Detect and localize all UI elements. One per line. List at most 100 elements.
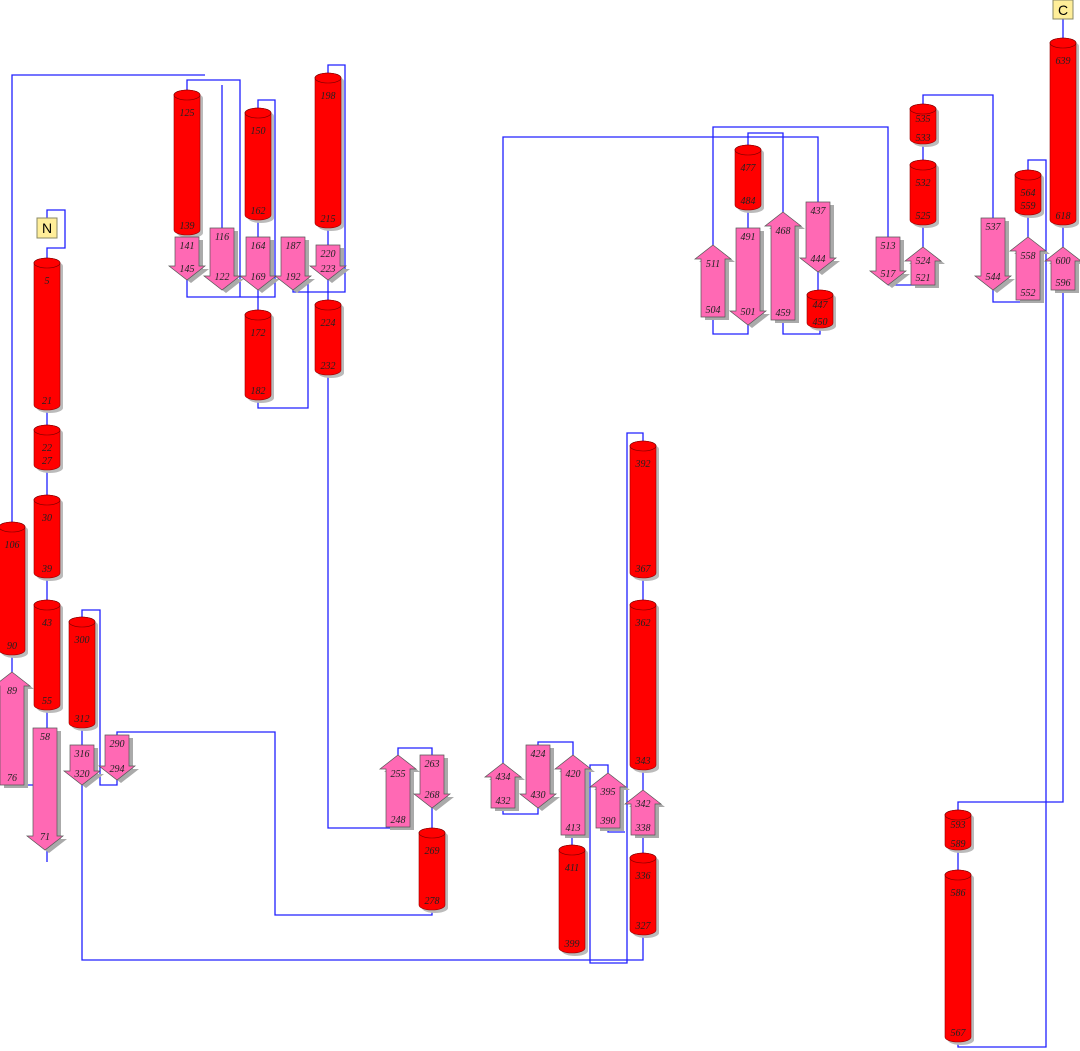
strand-arrow: [1008, 236, 1048, 301]
helix-end-label: 589: [951, 839, 966, 850]
helix[interactable]: 392 367: [629, 440, 659, 581]
loop-line: [11, 74, 205, 522]
helix[interactable]: 521: [33, 257, 63, 413]
c-terminus-label: C: [1058, 2, 1068, 18]
helix-start-label: 150: [251, 126, 266, 137]
helix-start-label: 392: [635, 459, 651, 470]
helix-start-label: 125: [180, 108, 195, 119]
strand-start-label: 164: [251, 241, 266, 252]
strand-end-label: 338: [635, 823, 651, 834]
loop-line: [747, 132, 784, 212]
strand-arrow: [728, 227, 768, 326]
helix-cap: [944, 809, 972, 821]
strand-arrow: [378, 754, 418, 828]
helix-cap: [314, 72, 342, 84]
helix-cap: [314, 299, 342, 311]
strand-end-label: 76: [7, 773, 17, 784]
strand-start-label: 537: [986, 222, 1002, 233]
strand-arrow: [518, 744, 558, 809]
helix-cap: [33, 599, 61, 611]
loop-line: [81, 785, 644, 961]
helix-cap: [244, 309, 272, 321]
helix-end-label: 139: [180, 221, 195, 232]
helix-cap: [33, 257, 61, 269]
c-terminus: C: [1052, 0, 1074, 20]
strand-start-label: 420: [566, 769, 581, 780]
helix-cap: [1049, 37, 1077, 49]
helix-start-label: 362: [635, 618, 651, 629]
helix-cap: [33, 494, 61, 506]
strand-end-label: 145: [180, 264, 195, 275]
helix-cap: [629, 852, 657, 864]
strand-arrow: [273, 236, 313, 291]
helix-start-label: 336: [635, 871, 651, 882]
loop-line: [292, 64, 346, 293]
helix-end-label: 39: [41, 564, 52, 575]
helix[interactable]: 125 139: [173, 89, 203, 238]
helix-cylinder: [68, 616, 96, 729]
helix-end-label: 450: [813, 317, 828, 328]
helix-cap: [629, 599, 657, 611]
loop-connections: [11, 19, 1064, 1048]
helix-cylinder: [558, 844, 586, 954]
helix-cap: [558, 844, 586, 856]
helix-start-label: 172: [251, 328, 266, 339]
strand-end-label: 501: [741, 307, 756, 318]
strand-arrow: [25, 727, 65, 851]
strand-arrow: [167, 236, 207, 281]
strand-arrow: [308, 244, 348, 281]
strand-end-label: 71: [40, 832, 50, 843]
helix-end-label: 367: [635, 564, 652, 575]
loop-line: [502, 136, 819, 763]
strand-arrow: [623, 789, 663, 836]
c-terminus-box: [1052, 0, 1074, 20]
